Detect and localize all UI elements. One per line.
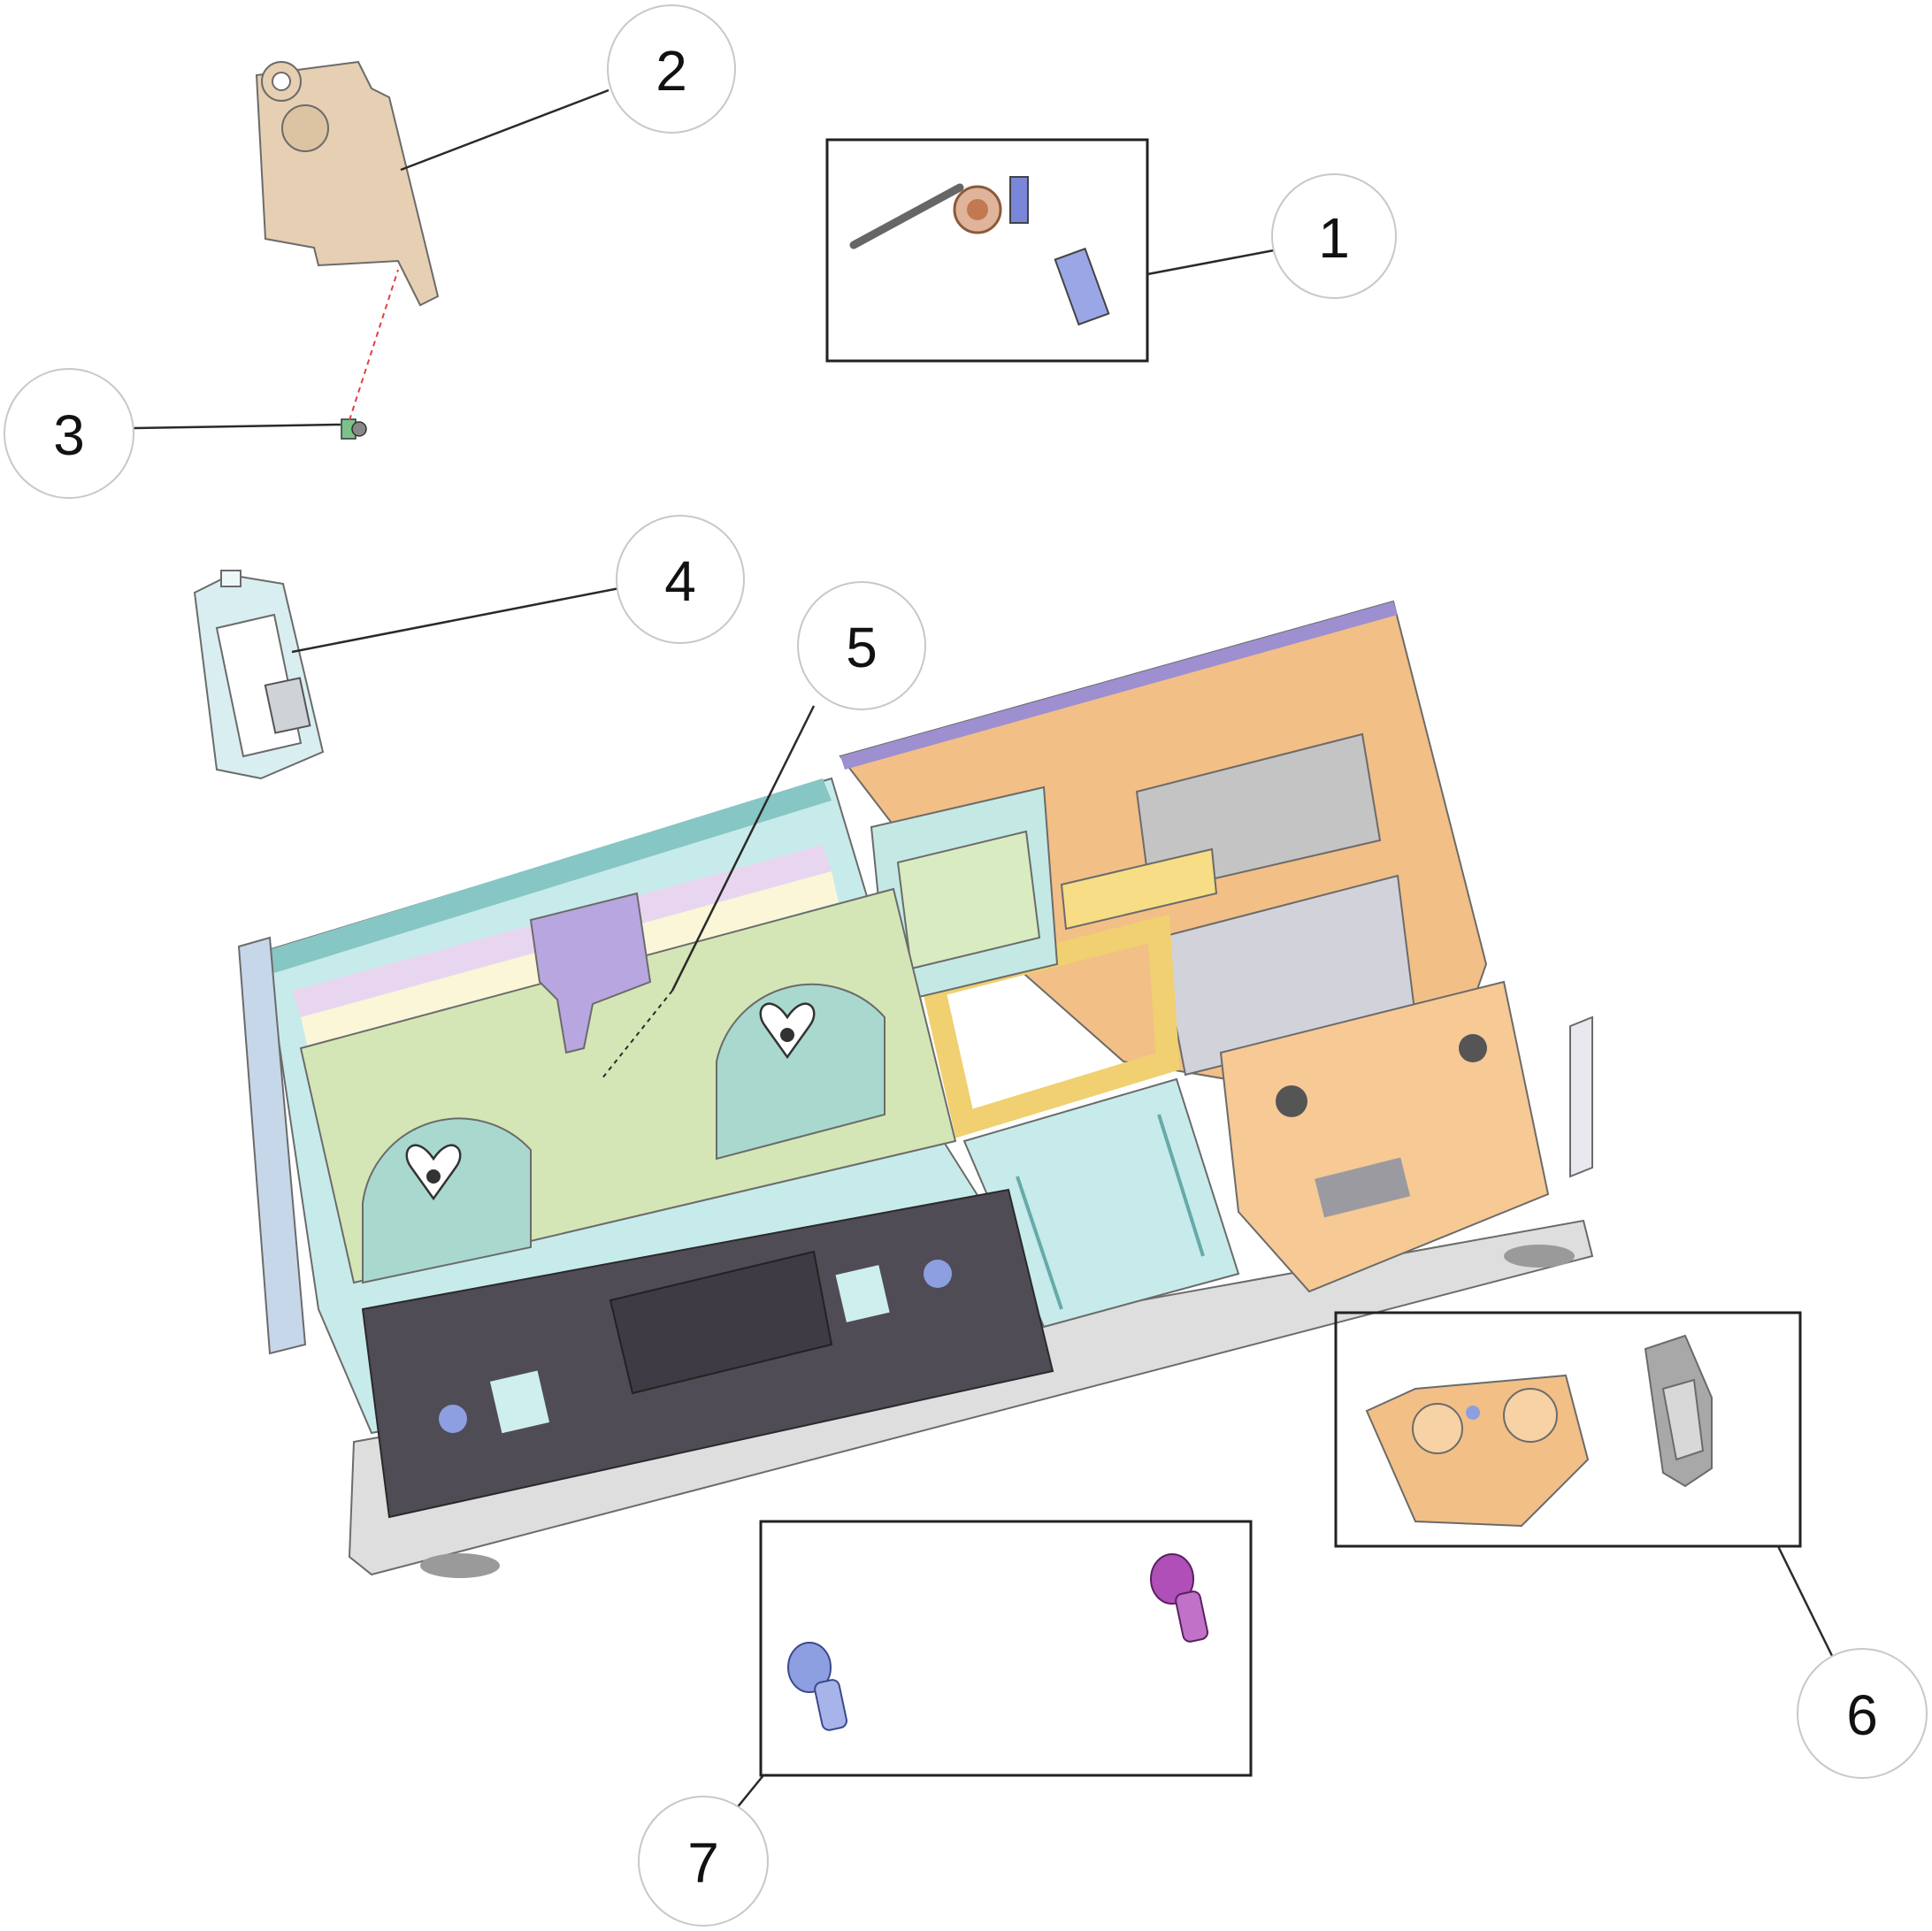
part-2-bracket: [255, 60, 440, 307]
bracket-hole: [272, 72, 291, 91]
callout-4-label: 4: [664, 549, 696, 613]
leader-lines: [133, 88, 1837, 1814]
callout-7-label: 7: [687, 1831, 719, 1895]
part-1-frame: [825, 138, 1149, 363]
left-end-frame: [237, 936, 307, 1355]
callout-7-circle: [638, 1796, 769, 1927]
connector-pin: [1054, 247, 1110, 326]
spring-coil-inner: [967, 199, 988, 220]
part-6-group: [1334, 1311, 1802, 1548]
door-handle: [609, 1250, 833, 1395]
callout-2: 2: [607, 4, 736, 134]
leader-5-dash: [601, 990, 673, 1080]
gray-switch-face: [1661, 1378, 1705, 1461]
leader-3: [133, 423, 341, 430]
callout-1: 1: [1271, 173, 1397, 299]
purple-clamp: [529, 892, 652, 1054]
module-grille: [264, 677, 311, 734]
callout-4: 4: [616, 515, 745, 644]
callout-5: 5: [797, 581, 926, 710]
right-mechanism-gear: [1276, 1085, 1307, 1117]
part-4-module: [193, 570, 325, 780]
panel-slot-1: [1016, 1176, 1063, 1310]
callout-1-circle: [1271, 173, 1397, 299]
screw-head: [351, 421, 367, 437]
callout-5-label: 5: [846, 616, 878, 679]
pump-wheel-left: [362, 1117, 532, 1284]
heart-cam-left-hub: [426, 1169, 441, 1184]
orange-cover-cup-left: [1412, 1403, 1463, 1454]
callout-3-label: 3: [53, 403, 85, 467]
door-knob-left: [439, 1405, 467, 1433]
pump-wheel-right: [716, 983, 886, 1161]
screw-axis-line: [349, 269, 399, 421]
leader-4: [291, 586, 620, 654]
magenta-knob-cap: [1150, 1553, 1194, 1605]
chassis-top-rail: [265, 778, 832, 973]
callout-4-circle: [616, 515, 745, 644]
right-mechanism-gear-2: [1459, 1034, 1487, 1062]
spring-arm: [849, 183, 964, 249]
callout-5-circle: [797, 581, 926, 710]
part-3-screw: [341, 269, 399, 440]
door-latch-right: [835, 1265, 890, 1322]
panel-slot-2: [1157, 1114, 1205, 1257]
orange-cover-pin: [1466, 1406, 1480, 1420]
magenta-knob-shaft: [1175, 1590, 1209, 1643]
callout-6: 6: [1797, 1648, 1928, 1779]
part-6-frame: [1334, 1311, 1802, 1548]
callout-3: 3: [4, 368, 134, 499]
callout-2-circle: [607, 4, 736, 134]
foot-right: [1504, 1245, 1575, 1268]
main-assembly: [237, 600, 1594, 1578]
callout-3-circle: [4, 368, 134, 499]
part-7-group: [759, 1520, 1253, 1777]
right-side-bracket: [1569, 1015, 1593, 1178]
leader-1: [1146, 249, 1275, 276]
part-1-group: [825, 138, 1149, 363]
callout-6-label: 6: [1846, 1683, 1878, 1747]
callout-1-label: 1: [1318, 206, 1350, 270]
orange-cover: [1365, 1374, 1590, 1528]
door-knob-right: [924, 1260, 952, 1288]
bracket-roller: [281, 104, 329, 152]
heart-cam-right-hub: [780, 1028, 794, 1042]
foot-left: [420, 1553, 500, 1578]
rear-panel-top-edge: [840, 602, 1398, 770]
module-top-tab: [220, 570, 242, 587]
part-7-frame: [759, 1520, 1253, 1777]
door-latch-left: [489, 1370, 550, 1434]
leader-6: [1776, 1545, 1837, 1664]
leader-5: [671, 705, 816, 992]
blue-knob-cap: [787, 1642, 832, 1693]
callout-6-circle: [1797, 1648, 1928, 1779]
orange-cover-cup-right: [1503, 1388, 1558, 1443]
callout-2-label: 2: [656, 39, 687, 103]
callout-7: 7: [638, 1796, 769, 1927]
spring-clip: [1009, 176, 1029, 224]
right-mechanism-slot: [1315, 1157, 1411, 1218]
yellow-bar: [1060, 847, 1218, 931]
leader-2: [400, 88, 610, 172]
blue-knob-shaft: [814, 1679, 848, 1731]
yellow-frame: [919, 914, 1180, 1138]
top-green-module: [896, 830, 1041, 970]
